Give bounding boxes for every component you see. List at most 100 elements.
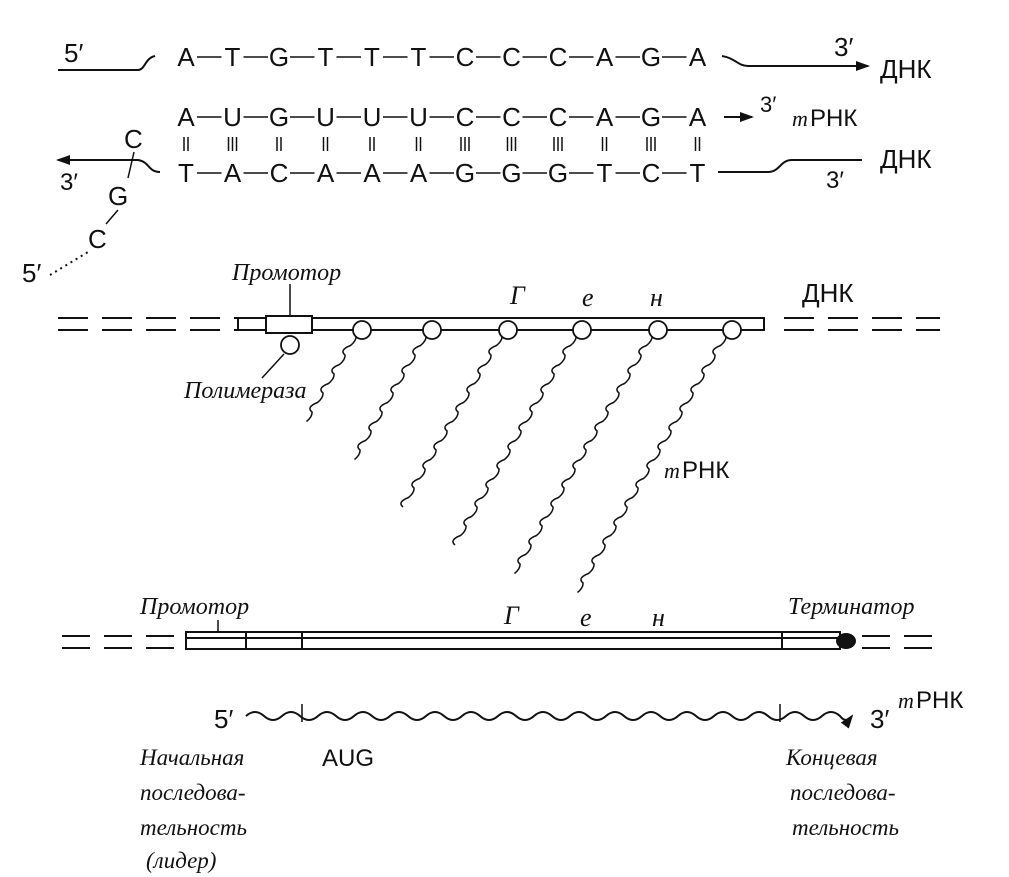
mrna-label-prefix-bottom: m xyxy=(898,688,914,713)
dna-label-middle: ДНК xyxy=(802,278,854,308)
transcript-2 xyxy=(354,335,427,461)
polymerase-transcripts xyxy=(280,320,742,594)
promoter-box-middle xyxy=(265,315,313,334)
bond-0 xyxy=(183,137,189,151)
dna-bottom-base-4: A xyxy=(363,158,381,188)
dna-bottom-base-11: T xyxy=(690,158,706,188)
promoter-label-bottom: Промотор xyxy=(139,594,249,620)
gene-letter-g: Г xyxy=(509,281,526,310)
dna-top-base-7: C xyxy=(502,42,521,72)
polymerase-3 xyxy=(498,320,518,340)
panel-transcription: Промотор Г е н ДНК Полимераза m РНК xyxy=(58,260,940,594)
leader-line-3: тельность xyxy=(140,815,247,840)
dna-bottom-base-0: T xyxy=(178,158,194,188)
mrna-base-5: U xyxy=(409,102,428,132)
mrna-base-3: U xyxy=(316,102,335,132)
polymerase-6 xyxy=(722,320,742,340)
mrna-wavy-line xyxy=(245,711,854,729)
polymerase-2 xyxy=(422,320,442,340)
mrna-label: РНК xyxy=(810,105,857,132)
mrna-base-0: A xyxy=(177,102,195,132)
leader-line-2: последова- xyxy=(140,780,246,805)
bond-8 xyxy=(553,137,563,151)
dna-dashed-left-bottom xyxy=(62,635,180,649)
tail-letter-c1: C xyxy=(124,124,143,154)
bond-4 xyxy=(369,137,375,151)
transcript-1 xyxy=(306,335,357,423)
mrna-5prime-label-bottom: 5′ xyxy=(214,704,233,734)
panel-gene-structure: Промотор Г е н Терминатор 5′ 3′ m РНК На… xyxy=(62,594,963,873)
transcript-3 xyxy=(400,335,503,508)
dna-bottom-base-8: G xyxy=(548,158,568,188)
dna-dashed-right-bottom xyxy=(862,635,940,649)
dna-top-right-arrow xyxy=(721,55,870,71)
dna-top-base-4: T xyxy=(364,42,380,72)
dna-top-base-6: C xyxy=(456,42,475,72)
polymerase-0 xyxy=(280,335,300,355)
polymerase-5 xyxy=(648,320,668,340)
dna-dashed-left xyxy=(58,317,250,331)
dna-top-base-0: A xyxy=(177,42,195,72)
tail-letter-c2: C xyxy=(88,224,107,254)
gene-letter-e: е xyxy=(582,283,594,312)
bond-10 xyxy=(646,137,656,151)
dna-top-base-10: G xyxy=(641,42,661,72)
leader-line-4: (лидер) xyxy=(146,848,216,873)
dna-bottom-5prime-label: 3′ xyxy=(826,167,844,194)
gene-letter-n-bottom: н xyxy=(652,603,665,632)
mrna-3prime-label: 3′ xyxy=(760,92,776,117)
bond-3 xyxy=(322,137,329,151)
tail-links xyxy=(105,151,135,225)
bond-5 xyxy=(415,137,422,151)
transcript-4 xyxy=(452,335,577,546)
dna-top-base-5: T xyxy=(411,42,427,72)
mrna-base-11: A xyxy=(689,102,707,132)
dna-top-5prime-label: 5′ xyxy=(64,38,83,68)
bond-9 xyxy=(601,137,608,151)
promoter-label-middle: Промотор xyxy=(231,260,341,286)
dna-bottom-label: ДНК xyxy=(880,144,932,174)
dna-bottom-base-10: C xyxy=(642,158,661,188)
dna-bottom-3prime-label: 3′ xyxy=(60,169,78,196)
tail-dotted-line xyxy=(49,251,89,276)
dna-bottom-base-9: T xyxy=(597,158,613,188)
mrna-base-1: U xyxy=(223,102,242,132)
terminator-label: Терминатор xyxy=(788,594,915,620)
dna-top-base-2: G xyxy=(269,42,289,72)
mrna-label-middle: РНК xyxy=(682,457,729,484)
mrna-label-bottom: РНК xyxy=(916,687,963,714)
mrna-base-8: C xyxy=(549,102,568,132)
dna-bottom-base-5: A xyxy=(410,158,428,188)
bond-7 xyxy=(506,137,517,151)
dna-bottom-base-2: C xyxy=(270,158,289,188)
trailer-line-2: последова- xyxy=(790,780,896,805)
gene-bar xyxy=(185,631,841,650)
polymerase-1 xyxy=(352,320,372,340)
polymerase-pointer xyxy=(261,353,285,379)
dna-top-label: ДНК xyxy=(880,54,932,84)
dna-top-base-11: A xyxy=(689,42,707,72)
dna-top-3prime-label: 3′ xyxy=(834,32,853,62)
dna-dashed-right xyxy=(784,317,940,331)
dna-bottom-base-7: G xyxy=(501,158,521,188)
trailer-line-3: тельность xyxy=(792,815,899,840)
gene-letter-n: н xyxy=(650,283,663,312)
mrna-base-9: A xyxy=(596,102,614,132)
mrna-base-4: U xyxy=(363,102,382,132)
dna-top-base-3: T xyxy=(318,42,334,72)
start-codon-label: AUG xyxy=(322,745,374,772)
gene-letter-g-bottom: Г xyxy=(503,601,520,630)
mrna-3prime-label-bottom: 3′ xyxy=(870,704,889,734)
mrna-label-prefix-middle: m xyxy=(664,458,680,483)
dna-top-base-1: T xyxy=(225,42,241,72)
trailer-line-1: Концевая xyxy=(785,745,878,770)
transcript-5 xyxy=(514,335,653,575)
dna-top-base-8: C xyxy=(549,42,568,72)
gene-letter-e-bottom: е xyxy=(580,603,592,632)
